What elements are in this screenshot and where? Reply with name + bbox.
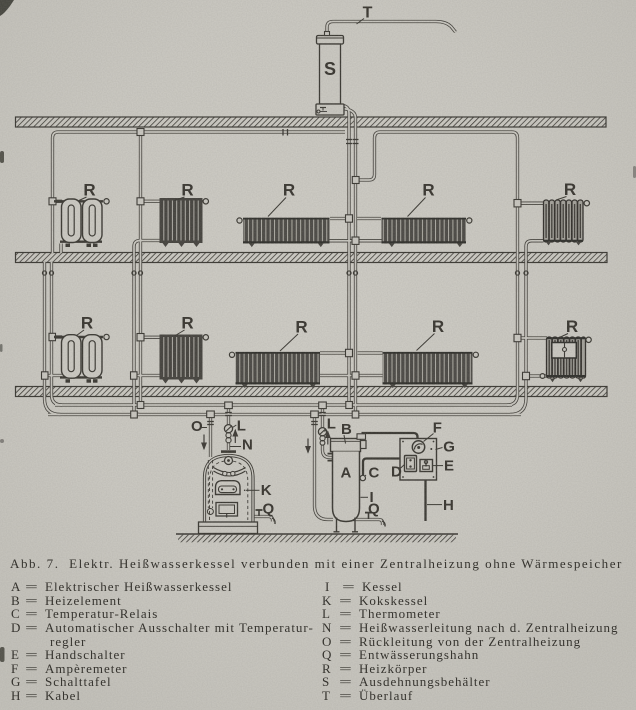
svg-text:B: B xyxy=(341,421,352,438)
svg-text:R: R xyxy=(81,314,93,333)
svg-text:Q: Q xyxy=(263,501,275,518)
svg-text:R: R xyxy=(564,180,576,199)
svg-text:E: E xyxy=(444,457,454,474)
svg-text:R: R xyxy=(566,317,578,336)
svg-text:R: R xyxy=(295,318,307,337)
svg-text:R: R xyxy=(181,181,193,200)
svg-text:G: G xyxy=(443,438,455,455)
svg-text:L: L xyxy=(237,418,246,435)
svg-text:O: O xyxy=(191,418,203,435)
svg-text:R: R xyxy=(432,317,444,336)
svg-text:H: H xyxy=(443,497,454,514)
svg-text:R: R xyxy=(422,181,434,200)
svg-text:S: S xyxy=(324,59,336,79)
svg-text:N: N xyxy=(242,437,253,454)
svg-text:Q: Q xyxy=(368,501,380,518)
svg-text:K: K xyxy=(261,482,272,499)
svg-text:T: T xyxy=(363,5,373,22)
svg-text:D: D xyxy=(391,464,402,481)
svg-text:R: R xyxy=(83,181,95,200)
svg-text:F: F xyxy=(433,419,442,436)
svg-text:I: I xyxy=(370,489,374,506)
svg-text:C: C xyxy=(369,465,380,482)
svg-text:R: R xyxy=(181,314,193,333)
svg-text:L: L xyxy=(327,415,336,432)
svg-text:A: A xyxy=(341,465,352,482)
svg-text:R: R xyxy=(283,181,295,200)
